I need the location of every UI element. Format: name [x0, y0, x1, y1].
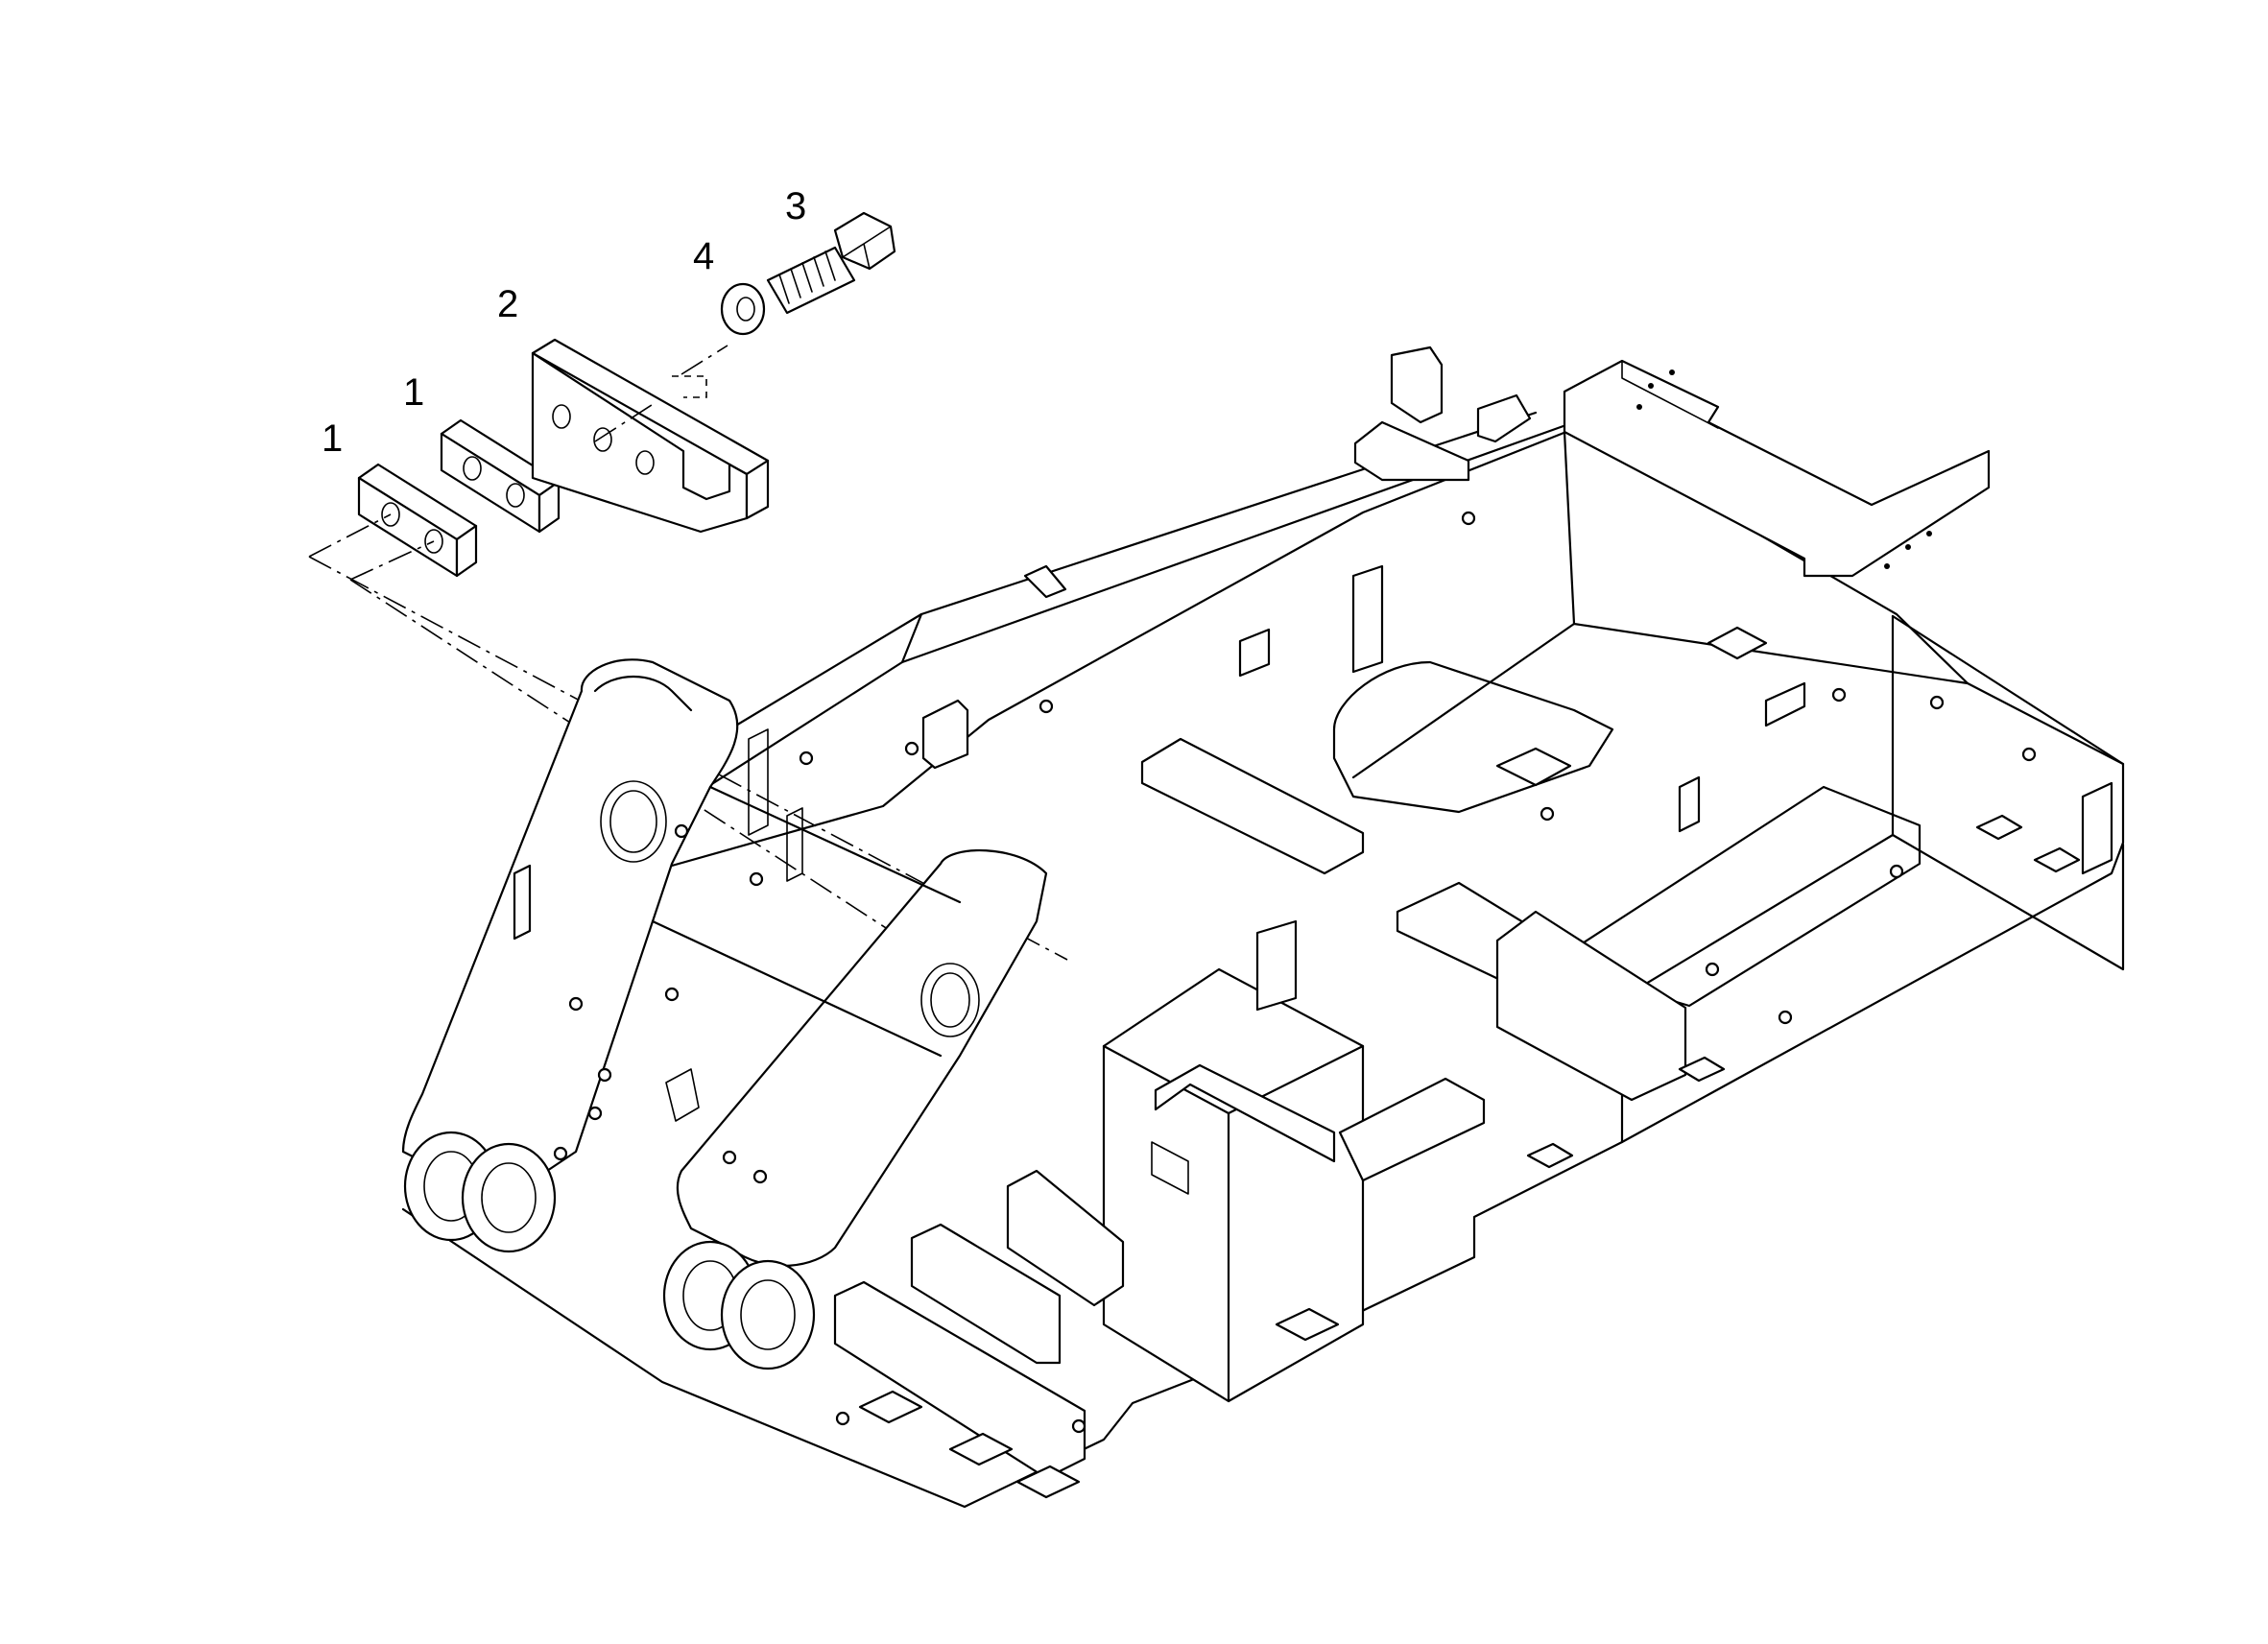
callout-1-right[interactable]: 1 [403, 371, 424, 414]
stopper-block [531, 338, 770, 534]
shim-plate-left [357, 463, 478, 578]
hex-bolt [766, 211, 896, 315]
callout-1-left[interactable]: 1 [322, 417, 343, 460]
washer [720, 282, 766, 336]
bolt-heads [553, 511, 2037, 1434]
callout-4[interactable]: 4 [693, 235, 714, 277]
shim-plate-right [440, 418, 561, 534]
main-frame [401, 345, 2125, 1509]
callout-2[interactable]: 2 [497, 283, 518, 325]
callout-3[interactable]: 3 [785, 185, 806, 227]
